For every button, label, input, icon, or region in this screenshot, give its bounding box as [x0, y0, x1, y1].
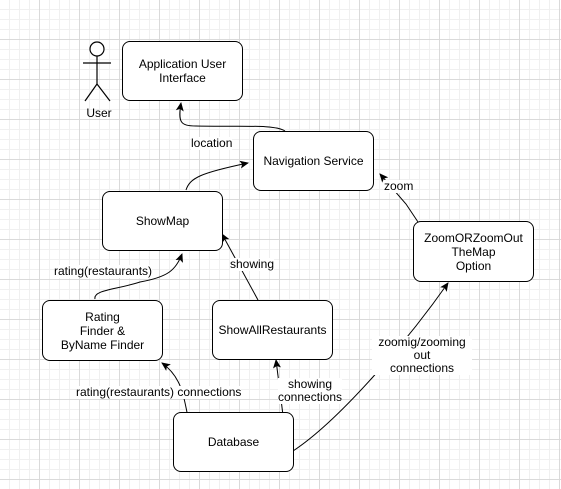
edge-location [175, 102, 286, 132]
showmap-node: ShowMap [102, 191, 223, 251]
edge-label-zooming-connections: zoomig/zooming out connections [372, 336, 472, 375]
show-all-restaurants-node: ShowAllRestaurants [212, 300, 333, 360]
edge-db-zoom [292, 282, 449, 452]
edge-label-location: location [191, 136, 233, 150]
edge-rating-showmap [94, 253, 183, 300]
database-node: Database [173, 412, 294, 472]
edge-label-zoom: zoom [384, 179, 414, 193]
user-actor-label: User [86, 106, 112, 120]
user-actor-figure [83, 41, 111, 102]
rating-finder-node: Rating Finder & ByName Finder [42, 300, 163, 361]
zoom-option-node: ZoomORZoomOut TheMap Option [413, 221, 534, 282]
edge-label-showing-connections: showing connections [278, 377, 343, 404]
edge-label-showing: showing [230, 257, 275, 271]
edge-showmap-navigation [185, 160, 249, 191]
edge-label-rating-top: rating(restaurants) [54, 264, 153, 278]
application-user-interface-node: Application User Interface [122, 41, 243, 101]
navigation-service-node: Navigation Service [253, 131, 374, 191]
edge-label-rating-connections: rating(restaurants) connections [76, 385, 242, 399]
